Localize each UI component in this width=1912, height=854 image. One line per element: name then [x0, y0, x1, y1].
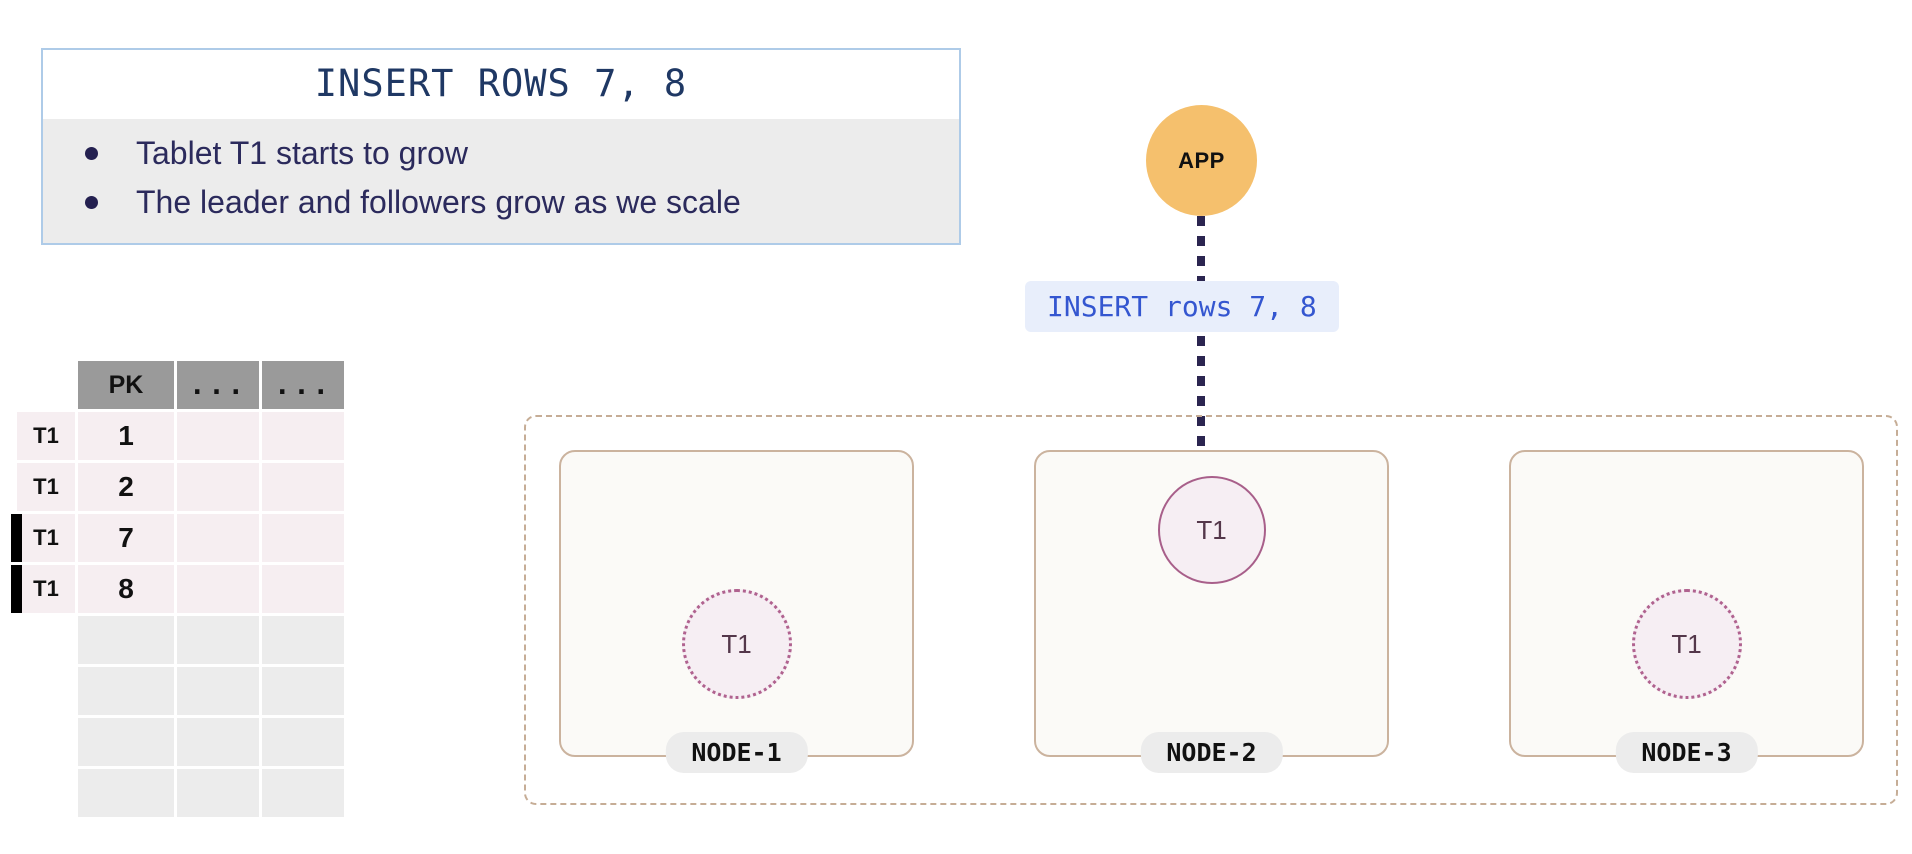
cell-pk: [78, 718, 174, 766]
cell-col2: [177, 616, 259, 664]
table-row: [17, 616, 344, 664]
cell-col3: [262, 463, 344, 511]
tablet-follower-node-1: T1: [681, 589, 792, 699]
side-label-spacer: [17, 361, 75, 409]
table-header-row: PK ... ...: [17, 361, 344, 409]
cell-col2: [177, 412, 259, 460]
cell-col3: [262, 412, 344, 460]
cell-pk: [78, 769, 174, 817]
list-item: The leader and followers grow as we scal…: [43, 178, 959, 227]
column-header-pk: PK: [78, 361, 174, 409]
node-1: T1 NODE-1: [559, 450, 914, 773]
rows-table: PK ... ... T1 1 T1 2 T1 7: [11, 358, 347, 820]
cell-pk: 8: [78, 565, 174, 613]
column-header-2: ...: [177, 361, 259, 409]
row-tablet-label-highlighted: T1: [11, 514, 75, 562]
cell-col3: [262, 769, 344, 817]
cell-col3: [262, 667, 344, 715]
node-2: T1 NODE-2: [1034, 450, 1389, 773]
table-row: T1 1: [17, 412, 344, 460]
tablet-leader-node-2: T1: [1157, 476, 1266, 584]
callout-bullet-list: Tablet T1 starts to grow The leader and …: [43, 119, 959, 244]
cell-pk: [78, 667, 174, 715]
node-3: T1 NODE-3: [1509, 450, 1864, 773]
node-label-3: NODE-3: [1615, 732, 1758, 773]
node-label-2: NODE-2: [1140, 732, 1283, 773]
table-row: T1 7: [11, 514, 344, 562]
bullet-text: Tablet T1 starts to grow: [136, 135, 468, 171]
table-row: T1 8: [11, 565, 344, 613]
list-item: Tablet T1 starts to grow: [43, 129, 959, 178]
cell-col3: [262, 616, 344, 664]
cell-col2: [177, 463, 259, 511]
cell-col2: [177, 667, 259, 715]
row-tablet-label: [17, 667, 75, 715]
cell-col2: [177, 514, 259, 562]
node-label-1: NODE-1: [665, 732, 808, 773]
column-header-3: ...: [262, 361, 344, 409]
bullet-dot-icon: [85, 147, 98, 160]
row-tablet-label: [17, 718, 75, 766]
cell-col3: [262, 718, 344, 766]
table-row: [17, 718, 344, 766]
row-tablet-label: [17, 616, 75, 664]
row-tablet-label: T1: [17, 412, 75, 460]
app-node: APP: [1146, 105, 1257, 216]
cell-pk: 2: [78, 463, 174, 511]
callout-title: INSERT ROWS 7, 8: [43, 50, 959, 119]
tablet-label: T1: [1196, 514, 1227, 545]
table-row: [17, 667, 344, 715]
cell-col2: [177, 565, 259, 613]
dotted-connector-line: [1197, 216, 1205, 492]
table-row: [17, 769, 344, 817]
query-label: INSERT rows 7, 8: [1025, 281, 1339, 332]
cell-col2: [177, 718, 259, 766]
cell-pk: [78, 616, 174, 664]
bullet-text: The leader and followers grow as we scal…: [136, 184, 741, 221]
table-row: T1 2: [17, 463, 344, 511]
app-node-label: APP: [1178, 147, 1225, 173]
tablet-label: T1: [1671, 628, 1702, 659]
tablet-follower-node-3: T1: [1631, 589, 1742, 699]
cell-pk: 1: [78, 412, 174, 460]
cell-pk: 7: [78, 514, 174, 562]
row-tablet-label: [17, 769, 75, 817]
cluster-boundary: T1 NODE-1 T1 NODE-2 T1 NODE-3: [524, 415, 1898, 805]
tablet-label: T1: [721, 628, 752, 659]
cell-col3: [262, 514, 344, 562]
bullet-dot-icon: [85, 196, 98, 210]
row-tablet-label-highlighted: T1: [11, 565, 75, 613]
cell-col3: [262, 565, 344, 613]
callout-box: INSERT ROWS 7, 8 Tablet T1 starts to gro…: [41, 48, 961, 246]
cell-col2: [177, 769, 259, 817]
row-tablet-label: T1: [17, 463, 75, 511]
